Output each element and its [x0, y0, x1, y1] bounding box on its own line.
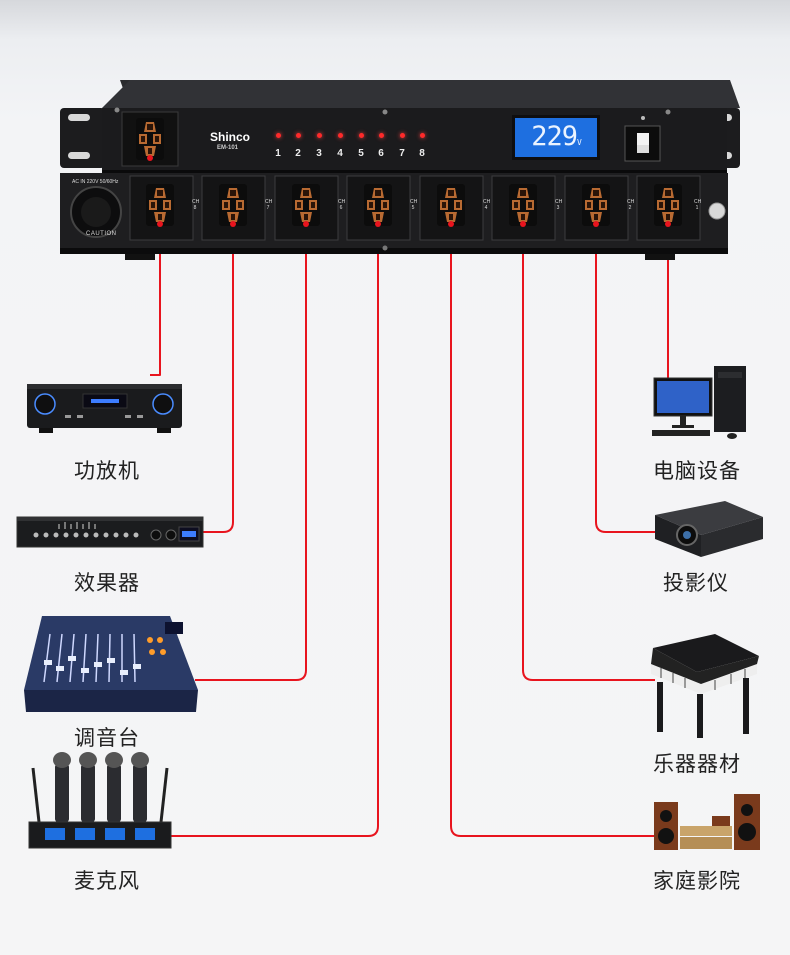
wire-home-theater [450, 225, 660, 837]
channel-led-7 [400, 133, 405, 138]
power-sequencer-unit [60, 80, 740, 260]
channel-label-2: CH 2 [627, 199, 635, 211]
wireless-microphone-icon [28, 752, 172, 849]
outlet-2 [582, 184, 610, 227]
channel-number-5: 5 [358, 148, 364, 159]
outlet-5 [364, 184, 392, 227]
caution-label: CAUTION [86, 231, 117, 237]
channel-number-3: 3 [316, 148, 322, 159]
channel-label-6: CH 6 [338, 199, 346, 211]
wire-amplifier [150, 225, 161, 376]
home-theater-icon [654, 794, 760, 850]
outlet-1 [654, 184, 682, 227]
channel-label-4: CH 4 [483, 199, 491, 211]
digital-piano-icon [651, 634, 759, 738]
device-label-effects: 效果器 [74, 571, 140, 595]
channel-led-6 [379, 133, 384, 138]
channel-led-5 [359, 133, 364, 138]
top-outlet [136, 118, 164, 161]
outlet-6 [292, 184, 320, 227]
channel-number-4: 4 [337, 148, 343, 159]
channel-led-1 [276, 133, 281, 138]
wire-effects [200, 225, 234, 533]
device-label-computer: 电脑设备 [653, 459, 741, 483]
channel-label-7: CH 7 [265, 199, 273, 211]
channel-number-2: 2 [295, 148, 301, 159]
device-label-projector: 投影仪 [663, 571, 729, 595]
computer-icon [652, 366, 746, 439]
channel-led-3 [317, 133, 322, 138]
channel-label-5: CH 5 [410, 199, 418, 211]
channel-number-7: 7 [399, 148, 405, 159]
power-switch[interactable] [625, 126, 660, 161]
projector-icon [655, 501, 763, 557]
device-label-home-theater: 家庭影院 [653, 869, 741, 893]
channel-led-8 [420, 133, 425, 138]
outlet-8 [146, 184, 174, 227]
device-label-amplifier: 功放机 [74, 459, 140, 483]
channel-number-6: 6 [378, 148, 384, 159]
wire-mixer [195, 225, 307, 681]
outlet-7 [219, 184, 247, 227]
wire-microphone [160, 225, 379, 837]
model-number: EM-101 [217, 145, 239, 151]
voltage-value: 229 [531, 121, 578, 152]
device-label-piano: 乐器器材 [653, 752, 741, 776]
channel-label-1: CH 1 [694, 199, 702, 211]
wire-piano [522, 225, 655, 681]
voltage-display: 229V [512, 115, 600, 160]
outlet-3 [509, 184, 537, 227]
outlet-4 [437, 184, 465, 227]
channel-label-3: CH 3 [555, 199, 563, 211]
channel-number-1: 1 [275, 148, 281, 159]
wire-projector [595, 225, 658, 533]
effects-processor-icon [16, 516, 204, 548]
ac-input-label: AC IN 220V 50/60Hz [72, 179, 119, 185]
mixing-console-icon [24, 616, 198, 712]
device-label-microphone: 麦克风 [74, 869, 140, 893]
channel-led-4 [338, 133, 343, 138]
device-label-mixer: 调音台 [74, 726, 140, 750]
channel-led-2 [296, 133, 301, 138]
channel-label-8: CH 8 [192, 199, 200, 211]
amplifier-icon [27, 384, 182, 433]
brand-name: Shinco [210, 130, 251, 144]
voltage-unit: V [576, 138, 582, 147]
channel-number-8: 8 [419, 148, 425, 159]
